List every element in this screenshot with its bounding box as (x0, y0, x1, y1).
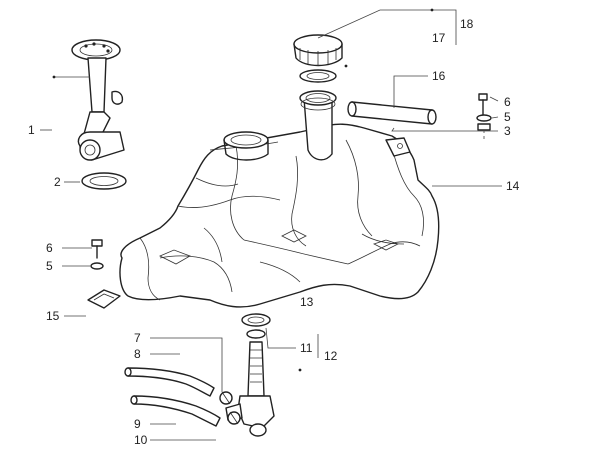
callout-5-left: 5 (46, 259, 53, 273)
callout-16: 16 (432, 69, 446, 83)
filler-cap (293, 34, 343, 67)
callout-15: 15 (46, 309, 60, 323)
fuel-tank (119, 90, 440, 308)
callout-6-left: 6 (46, 241, 53, 255)
callout-9: 9 (134, 417, 141, 431)
callout-labels: 18 17 16 6 5 3 14 1 2 6 5 15 13 11 12 7 … (28, 17, 520, 447)
fuel-level-sender (71, 39, 125, 161)
sender-gasket (81, 172, 127, 190)
leader-lines (40, 8, 502, 441)
bolt-assembly-left (90, 239, 104, 270)
callout-12: 12 (324, 349, 338, 363)
callout-13: 13 (300, 295, 314, 309)
callout-18: 18 (460, 17, 474, 31)
callout-14: 14 (506, 179, 520, 193)
bolt-assembly-right (476, 93, 492, 142)
callout-5-right: 5 (504, 110, 511, 124)
callout-17: 17 (432, 31, 446, 45)
callout-7: 7 (134, 331, 141, 345)
callout-11: 11 (300, 341, 313, 355)
cap-gasket (299, 69, 337, 83)
hose-clamp-lower (227, 411, 241, 425)
callout-3: 3 (504, 124, 511, 138)
callout-1: 1 (28, 123, 35, 137)
callout-8: 8 (134, 347, 141, 361)
retaining-clip (87, 289, 121, 309)
fuel-hose-lower (130, 395, 221, 427)
callout-10: 10 (134, 433, 148, 447)
hose-clamp-upper (219, 391, 233, 405)
fuel-hose-upper (124, 367, 215, 397)
callout-6-right: 6 (504, 95, 511, 109)
vent-hose (347, 101, 437, 125)
callout-2: 2 (54, 175, 61, 189)
fuel-tap (225, 341, 275, 437)
tap-gasket (241, 313, 271, 339)
